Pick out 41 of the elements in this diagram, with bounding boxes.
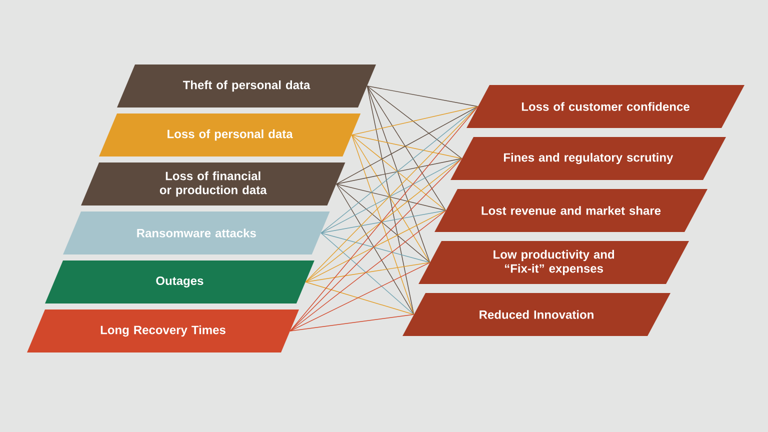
- parallelogram-box: Fines and regulatory scrutiny: [450, 137, 726, 180]
- connector-line: [320, 232, 414, 315]
- connector-line: [290, 262, 430, 332]
- connector-line: [366, 86, 414, 315]
- connector-line: [305, 106, 478, 282]
- connector-line: [351, 134, 446, 211]
- connector-line: [336, 184, 414, 315]
- connector-line: [290, 314, 414, 332]
- connector-line: [366, 86, 446, 211]
- parallelogram-box: Loss of personal data: [99, 114, 361, 156]
- connector-line: [336, 106, 478, 184]
- parallelogram-box: Loss of customer confidence: [466, 85, 744, 128]
- connector-line: [290, 106, 478, 332]
- connector-line: [351, 106, 478, 136]
- parallelogram-box: Low productivity and “Fix-it” expenses: [418, 241, 689, 284]
- parallelogram-box: Outages: [45, 260, 314, 304]
- connector-line: [366, 86, 462, 159]
- connector-line: [336, 158, 462, 184]
- parallelogram-box: Loss of financial or production data: [81, 162, 346, 206]
- connector-line: [290, 210, 446, 332]
- connector-line: [290, 158, 462, 332]
- parallelogram-box: Ransomware attacks: [63, 212, 330, 254]
- connector-line: [305, 262, 430, 282]
- connector-line: [320, 210, 446, 234]
- connector-line: [351, 134, 414, 315]
- parallelogram-box: Reduced Innovation: [402, 293, 670, 336]
- parallelogram-box: Long Recovery Times: [27, 310, 299, 352]
- connector-line: [366, 86, 430, 263]
- connector-line: [320, 158, 462, 234]
- connector-line: [305, 158, 462, 282]
- connector-line: [305, 210, 446, 282]
- connector-line: [351, 134, 430, 263]
- connector-line: [320, 106, 478, 234]
- connector-line: [336, 184, 430, 263]
- connector-line: [305, 282, 414, 315]
- parallelogram-box: Theft of personal data: [117, 64, 376, 108]
- connector-line: [320, 232, 430, 263]
- connector-line: [366, 86, 478, 107]
- parallelogram-box: Lost revenue and market share: [434, 189, 708, 232]
- connector-line: [336, 184, 446, 211]
- connector-line: [351, 134, 462, 159]
